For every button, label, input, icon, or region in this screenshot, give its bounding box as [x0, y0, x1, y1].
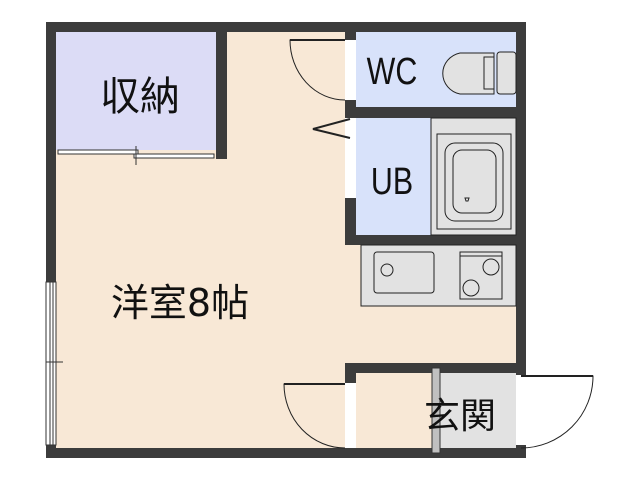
- room-door-opening: [345, 383, 356, 448]
- western-room-label: 洋室8帖: [111, 281, 249, 325]
- bathtub-icon: [430, 117, 517, 236]
- bath-area: [356, 118, 431, 235]
- storage-label: 収納: [100, 74, 180, 120]
- window[interactable]: [45, 281, 63, 446]
- wc-label: WC: [367, 51, 418, 93]
- bath-door-opening: [345, 118, 356, 198]
- room-door[interactable]: [283, 383, 346, 449]
- bath-folding-door[interactable]: [312, 118, 351, 139]
- wc-door[interactable]: [289, 39, 346, 101]
- entrance-tile: [440, 373, 516, 448]
- wc-door-opening: [345, 40, 356, 100]
- entrance-step: [431, 367, 441, 454]
- toilet-icon: [442, 51, 517, 95]
- kitchen-counter: [360, 244, 517, 307]
- storage-area: [56, 32, 216, 150]
- front-door-opening: [516, 375, 526, 445]
- entrance-label: 玄関: [424, 396, 496, 437]
- storage-sliding-door[interactable]: [57, 146, 215, 165]
- front-door[interactable]: [520, 375, 594, 449]
- bath-label: UB: [371, 161, 413, 203]
- sink-icon: [373, 251, 435, 294]
